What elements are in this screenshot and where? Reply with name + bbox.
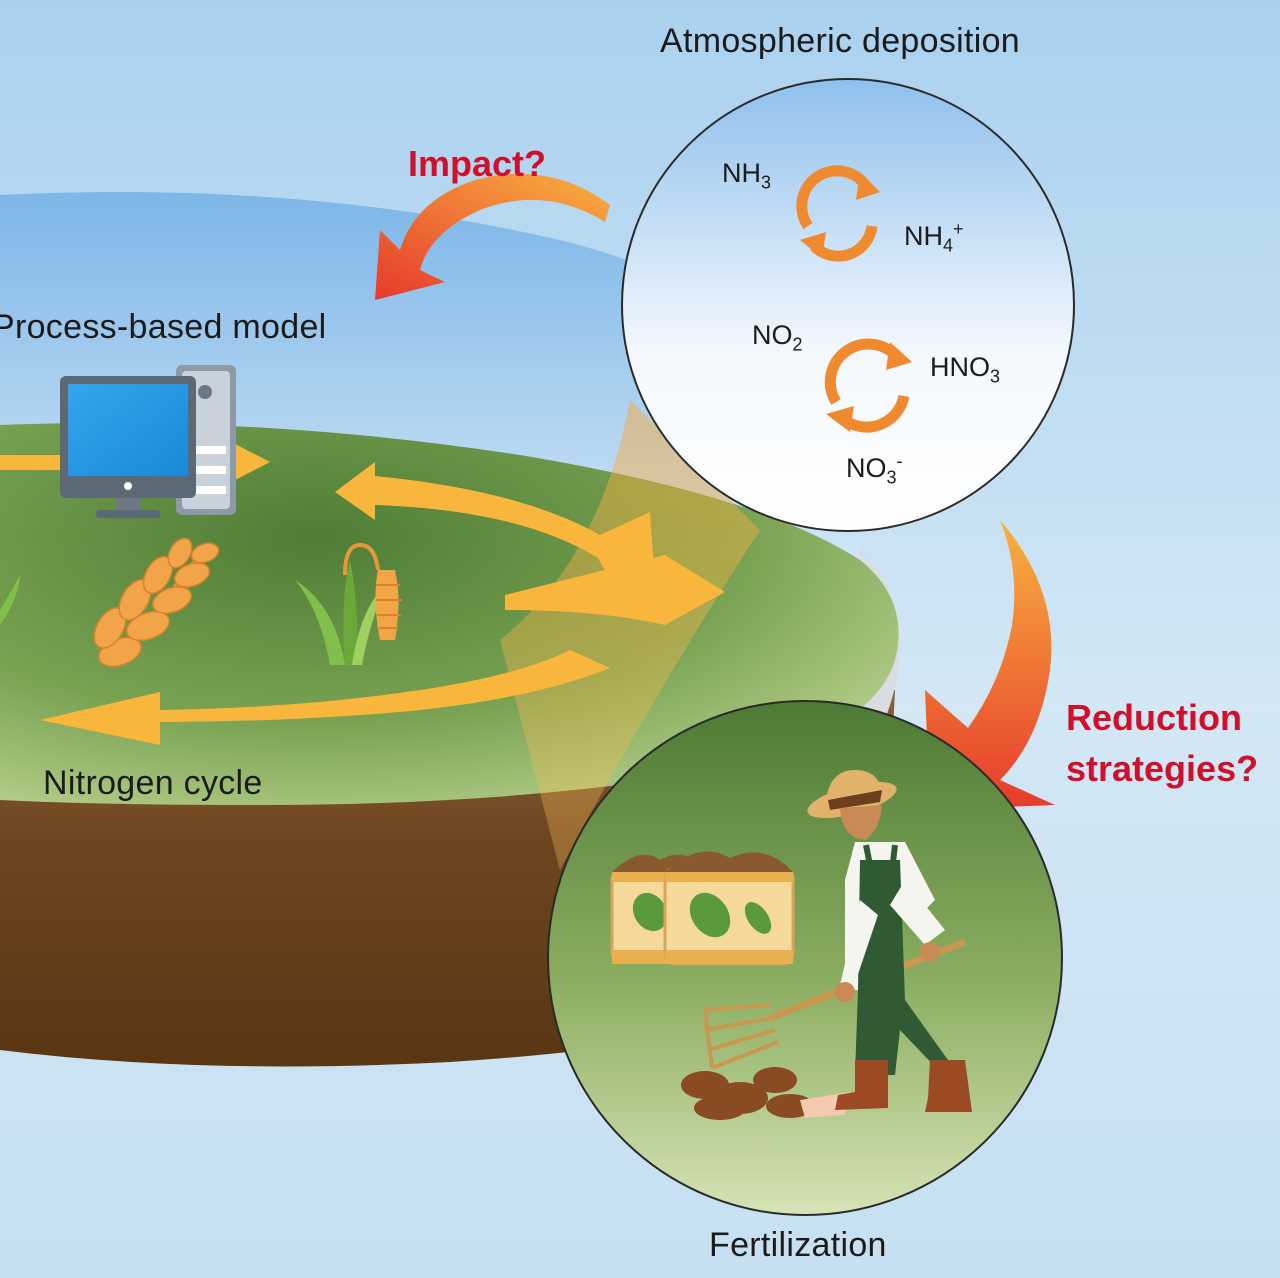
nh4-label: NH4+	[904, 220, 964, 254]
reduction-label-line2: strategies?	[1066, 748, 1259, 789]
nh3-base: NH	[722, 158, 761, 188]
fertilization-circle	[547, 700, 1063, 1216]
cycle-arrow-top-right	[335, 462, 655, 585]
no3-sub: 3	[886, 467, 897, 488]
no2-base: NO	[752, 320, 793, 350]
reduction-arrow	[925, 520, 1055, 810]
cycle-arrowhead-1b	[800, 232, 826, 258]
nh3-sub: 3	[761, 172, 772, 193]
manure-pile-icon	[681, 1067, 850, 1120]
cycle-arrowhead-2b	[826, 406, 854, 432]
nh3-label: NH3	[722, 158, 772, 193]
nitrogen-cycle-label: Nitrogen cycle	[43, 764, 263, 802]
no3-base: NO	[846, 453, 887, 483]
atmospheric-deposition-label: Atmospheric deposition	[660, 22, 1021, 60]
no2-label: NO2	[752, 320, 803, 355]
deposition-beam	[500, 400, 760, 870]
nh4-sub: 4	[943, 235, 954, 256]
wheat-icon	[93, 537, 220, 668]
reduction-label-line1: Reduction	[1066, 697, 1242, 738]
corn-icon	[295, 542, 402, 665]
hno3-label: HNO3	[930, 352, 1001, 387]
computer-icon	[60, 365, 236, 518]
nh4-sup: +	[953, 219, 964, 239]
hno3-base: HNO	[930, 352, 990, 382]
cycle-arrowhead-2a	[886, 342, 912, 370]
atmospheric-deposition-circle	[621, 78, 1075, 532]
impact-label: Impact?	[408, 143, 547, 184]
no3-label: NO3-	[846, 452, 903, 486]
cycle-arrow-bottom	[40, 650, 610, 745]
process-based-model-label: Process-based model	[0, 308, 327, 346]
no3-sup: -	[896, 451, 903, 471]
nh4-base: NH	[904, 221, 943, 251]
plant-edge-icon	[0, 575, 20, 625]
no2-sub: 2	[792, 334, 803, 355]
impact-arrow	[375, 173, 610, 300]
farmer-icon	[807, 770, 972, 1112]
cycle-arrow-center	[505, 555, 725, 625]
hno3-sub: 3	[990, 366, 1001, 387]
fertilizer-bag-icon	[610, 851, 795, 966]
cycle-arrowhead-1a	[856, 172, 880, 200]
fertilization-label: Fertilization	[709, 1226, 887, 1264]
